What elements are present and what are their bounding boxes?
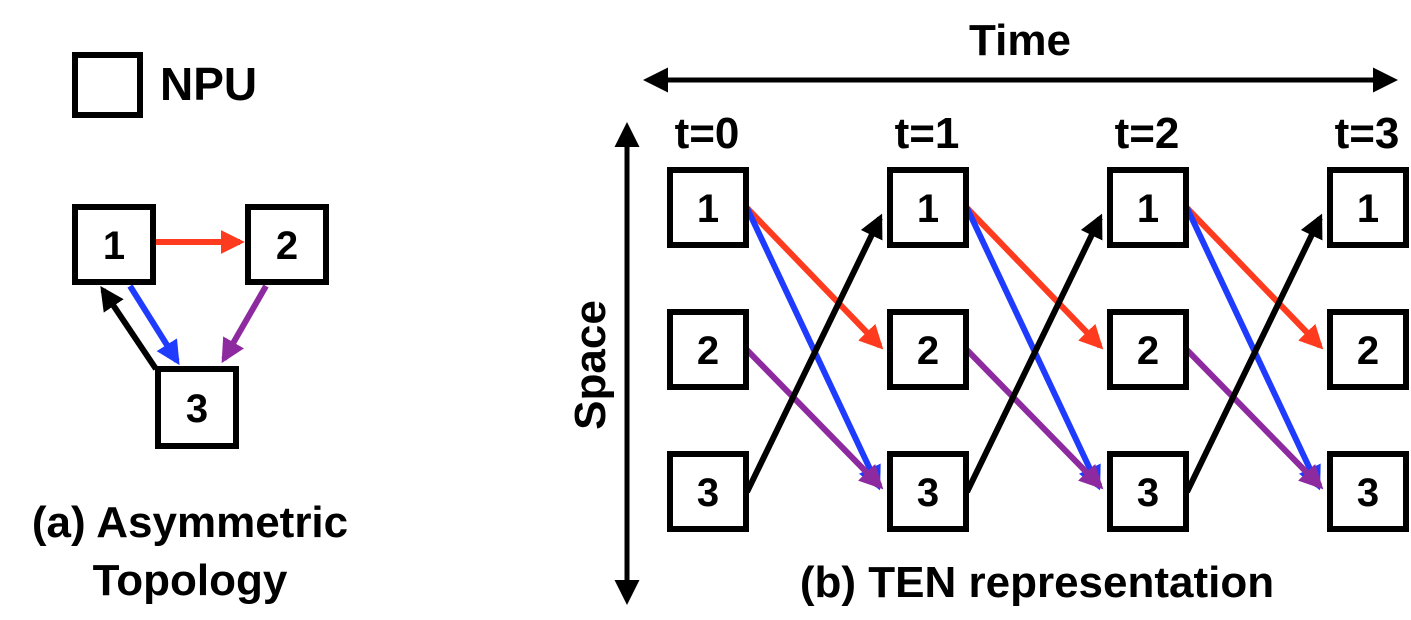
panel-a: NPU 1 2 3 (a) Asymmetric Topology [32,52,348,605]
ten-node-t3-2-label: 2 [1357,329,1379,373]
topology-link-1-to-3 [127,284,180,366]
ten-node-t3-3-label: 3 [1357,471,1379,515]
time-step-label-t3: t=3 [1335,109,1400,158]
ten-edge-t0-2-to-t1-3 [744,347,884,490]
topology-node-3: 3 [155,366,239,449]
ten-edge-t1-1-to-t2-2 [964,205,1104,350]
ten-node-t3-1: 1 [1327,167,1409,248]
ten-node-t3-2: 2 [1327,309,1409,390]
ten-node-t3-3: 3 [1327,451,1409,532]
ten-edge-t0-3-to-t1-1 [744,213,883,494]
space-axis-label: Space [566,300,615,430]
legend: NPU [72,52,257,118]
ten-node-t2-1: 1 [1107,167,1189,248]
ten-node-t0-2: 2 [667,309,749,390]
topology-node-1: 1 [72,204,156,285]
ten-node-t1-2-label: 2 [917,329,939,373]
ten-edge-t2-1-to-t3-2 [1184,205,1324,350]
ten-edge-t2-2-to-t3-3 [1184,347,1324,490]
ten-node-t2-3: 3 [1107,451,1189,532]
ten-node-t2-3-label: 3 [1137,471,1159,515]
topology-link-3-to-1 [100,286,159,371]
ten-edge-t0-1-to-t1-3 [744,206,881,491]
ten-node-t2-2-label: 2 [1137,329,1159,373]
ten-edge-t1-2-to-t2-3 [964,347,1104,490]
ten-node-t2-2: 2 [1107,309,1189,390]
ten-node-t1-3: 3 [887,451,969,532]
ten-node-t3-1-label: 1 [1357,187,1379,231]
ten-node-t0-1: 1 [667,167,749,248]
ten-edge-t2-3-to-t3-1 [1184,213,1323,494]
legend-label: NPU [160,58,257,110]
panel-a-caption-line1: (a) Asymmetric [32,498,348,547]
time-step-label-t0: t=0 [675,109,740,158]
panel-a-caption-line2: Topology [93,556,288,605]
ten-node-t2-1-label: 1 [1137,187,1159,231]
ten-edge-t2-1-to-t3-3 [1184,206,1321,491]
time-step-label-t2: t=2 [1115,109,1180,158]
topology-link-2-to-3 [221,284,269,364]
legend-npu-box [72,52,143,118]
ten-node-t1-1: 1 [887,167,969,248]
panel-b: Time Space t=0 t=1 t=2 t=3 1 2 3 1 2 3 [566,16,1409,607]
topology-node-2-label: 2 [276,224,298,268]
panel-b-caption: (b) TEN representation [800,558,1274,607]
time-step-label-t1: t=1 [895,109,960,158]
topology-node-1-label: 1 [103,224,125,268]
ten-node-t0-2-label: 2 [697,329,719,373]
topology-node-2: 2 [245,204,329,285]
ten-node-t1-3-label: 3 [917,471,939,515]
time-axis-label: Time [969,16,1071,65]
ten-edge-t1-3-to-t2-1 [964,213,1103,494]
ten-node-t1-1-label: 1 [917,187,939,231]
ten-edge-t0-1-to-t1-2 [744,205,884,350]
ten-node-t0-1-label: 1 [697,187,719,231]
ten-node-t1-2: 2 [887,309,969,390]
topology-node-3-label: 3 [186,387,208,431]
ten-edge-t1-1-to-t2-3 [964,206,1101,491]
ten-node-t0-3-label: 3 [697,471,719,515]
ten-node-t0-3: 3 [667,451,749,532]
